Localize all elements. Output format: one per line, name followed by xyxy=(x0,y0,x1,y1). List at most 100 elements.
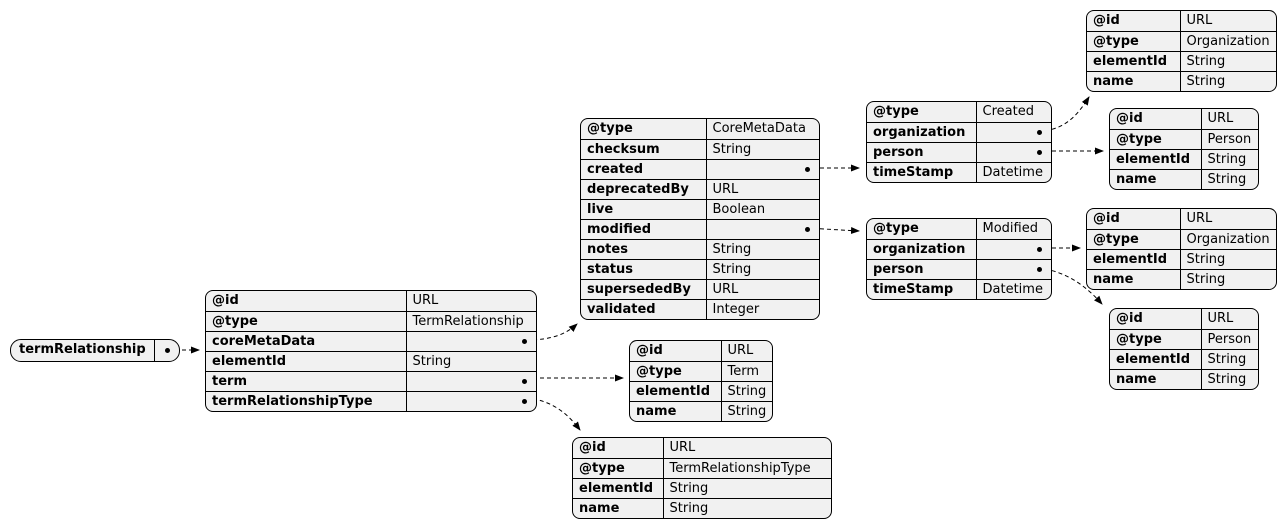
table-row: @id URL xyxy=(206,291,536,311)
field-key: term xyxy=(206,370,407,391)
ref-bullet-icon xyxy=(1037,149,1042,155)
field-key: name xyxy=(1087,268,1181,289)
field-value: Organization xyxy=(1180,228,1276,249)
field-value: URL xyxy=(1207,311,1234,327)
field-value: URL xyxy=(706,178,819,199)
ref-bullet-icon xyxy=(1037,266,1042,272)
field-value: String xyxy=(721,380,773,401)
field-key: supersededBy xyxy=(581,278,707,299)
field-value: Person xyxy=(1201,328,1258,349)
field-key: timeStamp xyxy=(867,161,977,182)
field-value: Person xyxy=(1201,128,1258,149)
field-value xyxy=(976,141,1051,162)
field-value: URL xyxy=(412,293,439,309)
table-row: @id URL xyxy=(1087,209,1276,229)
field-key: @type xyxy=(1087,30,1181,51)
field-key: @id xyxy=(1110,309,1202,329)
field-value: Boolean xyxy=(706,198,819,219)
field-key: @type xyxy=(867,102,977,122)
field-value: String xyxy=(1201,168,1258,189)
ref-bullet-icon xyxy=(805,166,810,172)
table-row: @id URL xyxy=(630,341,772,361)
field-value: String xyxy=(1201,348,1258,369)
field-key: validated xyxy=(581,298,707,319)
field-value: String xyxy=(721,400,773,421)
field-value: URL xyxy=(706,278,819,299)
field-key: elementId xyxy=(206,350,407,371)
ref-bullet-icon xyxy=(1037,246,1042,252)
field-key: @type xyxy=(867,219,977,239)
field-value: CoreMetaData xyxy=(712,121,806,137)
field-value: URL xyxy=(1186,13,1213,29)
field-value: String xyxy=(706,138,819,159)
field-key: @id xyxy=(206,291,407,311)
field-key: elementId xyxy=(1087,248,1181,269)
field-key: @id xyxy=(630,341,722,361)
field-value: String xyxy=(1201,368,1258,389)
table-row: organization xyxy=(867,121,1051,142)
field-value: TermRelationship xyxy=(406,310,536,331)
field-key: @type xyxy=(1110,128,1202,149)
field-value: TermRelationshipType xyxy=(663,457,831,478)
field-value xyxy=(976,121,1051,142)
ref-bullet-icon xyxy=(522,378,527,384)
table-row: @id URL xyxy=(1110,309,1258,329)
table-row: created xyxy=(581,158,819,179)
field-key: person xyxy=(867,141,977,162)
field-key: timeStamp xyxy=(867,278,977,299)
table-row: term xyxy=(206,370,536,391)
field-key: live xyxy=(581,198,707,219)
field-key: @type xyxy=(1110,328,1202,349)
ref-bullet-icon xyxy=(522,338,527,344)
field-value: URL xyxy=(669,440,696,456)
table-row: organization xyxy=(867,238,1051,259)
field-key: @id xyxy=(1087,209,1181,229)
field-key: @id xyxy=(573,438,664,458)
field-key: @type xyxy=(206,310,407,331)
field-key: deprecatedBy xyxy=(581,178,707,199)
field-key: checksum xyxy=(581,138,707,159)
root-ref-cell xyxy=(155,340,179,361)
field-key: name xyxy=(630,400,722,421)
field-key: @id xyxy=(1110,109,1202,129)
field-value xyxy=(406,370,536,391)
field-value xyxy=(406,330,536,351)
field-value: URL xyxy=(1207,111,1234,127)
field-value: Integer xyxy=(706,298,819,319)
field-key: @type xyxy=(573,457,664,478)
table-row: person xyxy=(867,258,1051,279)
field-key: elementId xyxy=(1110,148,1202,169)
ref-bullet-icon xyxy=(522,398,527,404)
field-key: termRelationshipType xyxy=(206,390,407,411)
field-value: URL xyxy=(727,343,754,359)
field-value: URL xyxy=(1186,211,1213,227)
field-key: @type xyxy=(1087,228,1181,249)
field-value: Organization xyxy=(1180,30,1276,51)
